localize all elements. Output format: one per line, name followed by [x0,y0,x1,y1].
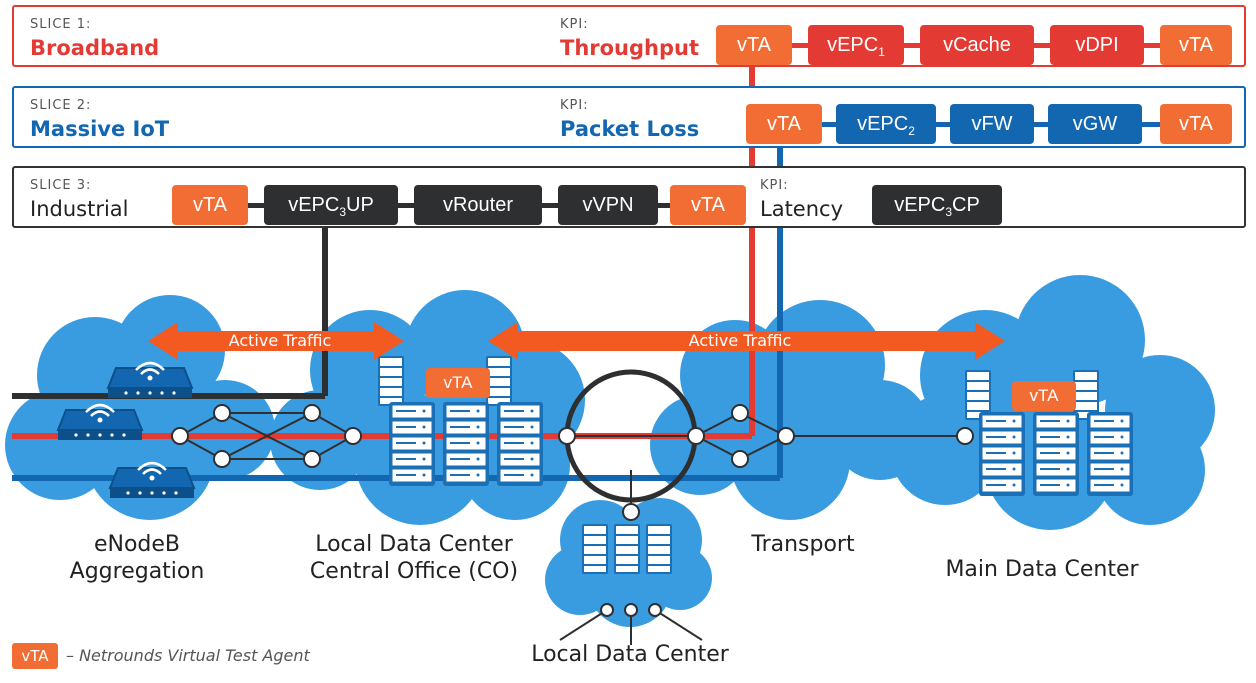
chain3-vta-end: vTA [670,185,746,225]
chain2-vta-start: vTA [746,104,822,144]
slice-1-kpi-label: KPI: [560,17,589,32]
slice-1-name: Broadband [30,36,160,60]
slice-2-box: SLICE 2: Massive IoT KPI: Packet Loss [12,86,1246,148]
active-traffic-arrows [148,322,1005,360]
chain3-vepc-up: vEPC3UP [264,185,398,225]
chain1-vta-start: vTA [716,25,792,65]
rack-vta-co: vTA [426,368,490,398]
chain1-vdpi: vDPI [1050,25,1144,65]
site-main-dc-label: Main Data Center [945,557,1139,582]
slice-2-label: SLICE 2: [30,98,92,113]
active-traffic-right-label: Active Traffic [688,331,792,350]
chain2-vgw: vGW [1048,104,1142,144]
rack-vta-main: vTA [1012,381,1076,411]
chain2-vta-end: vTA [1160,104,1232,144]
slice-1-label: SLICE 1: [30,17,92,32]
slice-2-kpi-label: KPI: [560,98,589,113]
slice-2-kpi: Packet Loss [560,117,700,141]
chain3-vepc-cp: vEPC3CP [872,185,1002,225]
site-local-dc-label: Local Data Center [531,642,729,667]
chain2-vfw: vFW [950,104,1034,144]
chain1-vta-end: vTA [1160,25,1232,65]
active-traffic-left-label: Active Traffic [228,331,332,350]
legend-text: – Netrounds Virtual Test Agent [66,646,310,665]
chain3-vta-start: vTA [172,185,248,225]
slice-3-label: SLICE 3: [30,178,92,193]
cloud-transport [650,300,930,520]
chain3-vvpn: vVPN [558,185,658,225]
chain1-vepc: vEPC1 [808,25,904,65]
slice-1-kpi: Throughput [560,36,700,60]
chain3-vrouter: vRouter [414,185,542,225]
slice-3-kpi-label: KPI: [760,178,789,193]
chain2-vepc: vEPC2 [836,104,936,144]
slice-3-name: Industrial [30,197,129,221]
slice-2-name: Massive IoT [30,117,170,141]
slice-3-kpi: Latency [760,197,844,221]
legend-vta-badge: vTA [12,643,58,669]
chain1-vcache: vCache [920,25,1034,65]
slice-1-box: SLICE 1: Broadband KPI: Throughput [12,5,1246,67]
site-transport-label: Transport [751,532,855,557]
